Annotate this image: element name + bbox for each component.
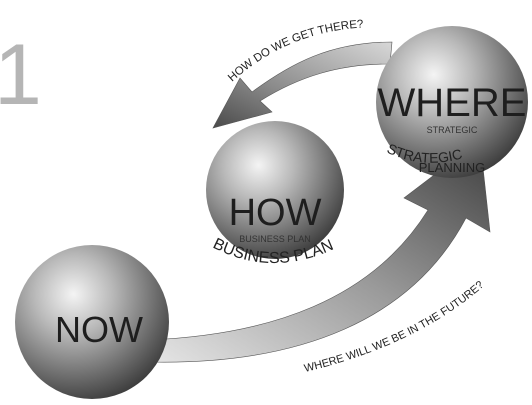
- sphere-how-label: HOW: [229, 192, 322, 234]
- sphere-now-label: NOW: [55, 309, 143, 350]
- page-number: 1: [0, 27, 42, 123]
- sphere-how: HOW BUSINESS PLAN: [206, 121, 344, 259]
- sphere-where-caption-line2: PLANNING: [419, 160, 485, 175]
- sphere-now: NOW: [15, 245, 169, 399]
- arrow-top-shape: [213, 42, 392, 128]
- sphere-where-small-label: STRATEGIC: [427, 125, 478, 135]
- sphere-where-label: WHERE: [378, 81, 527, 125]
- sphere-how-small-label: BUSINESS PLAN: [239, 234, 311, 244]
